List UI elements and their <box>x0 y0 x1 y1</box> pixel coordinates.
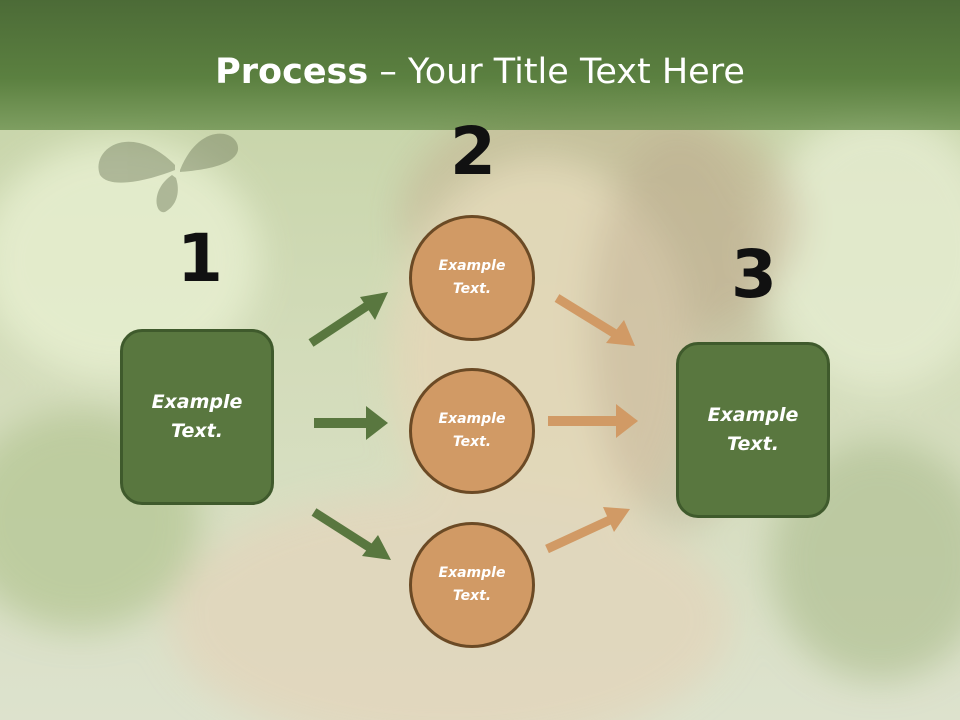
title-bold: Process <box>215 52 369 92</box>
arrow-right-tan <box>548 404 638 438</box>
step-number-3: 3 <box>731 236 777 313</box>
right-step-box[interactable]: Example Text. <box>676 342 830 518</box>
circle-item-1[interactable]: Example Text. <box>409 215 535 341</box>
circle-item-3[interactable]: Example Text. <box>409 522 535 648</box>
arrow-right-green <box>314 406 388 440</box>
left-step-box[interactable]: Example Text. <box>120 329 274 505</box>
butterfly-icon <box>98 133 239 213</box>
arrow-up-right-tan <box>545 507 630 554</box>
title-rest: – Your Title Text Here <box>368 52 745 92</box>
step-number-1: 1 <box>177 220 223 297</box>
arrow-down-right-green <box>311 508 391 560</box>
arrow-down-right-tan <box>554 294 635 346</box>
arrow-up-right-green <box>308 292 388 347</box>
circle-item-2[interactable]: Example Text. <box>409 368 535 494</box>
page-title: Process – Your Title Text Here <box>0 52 960 92</box>
title-banner <box>0 0 960 130</box>
step-number-2: 2 <box>450 113 496 190</box>
